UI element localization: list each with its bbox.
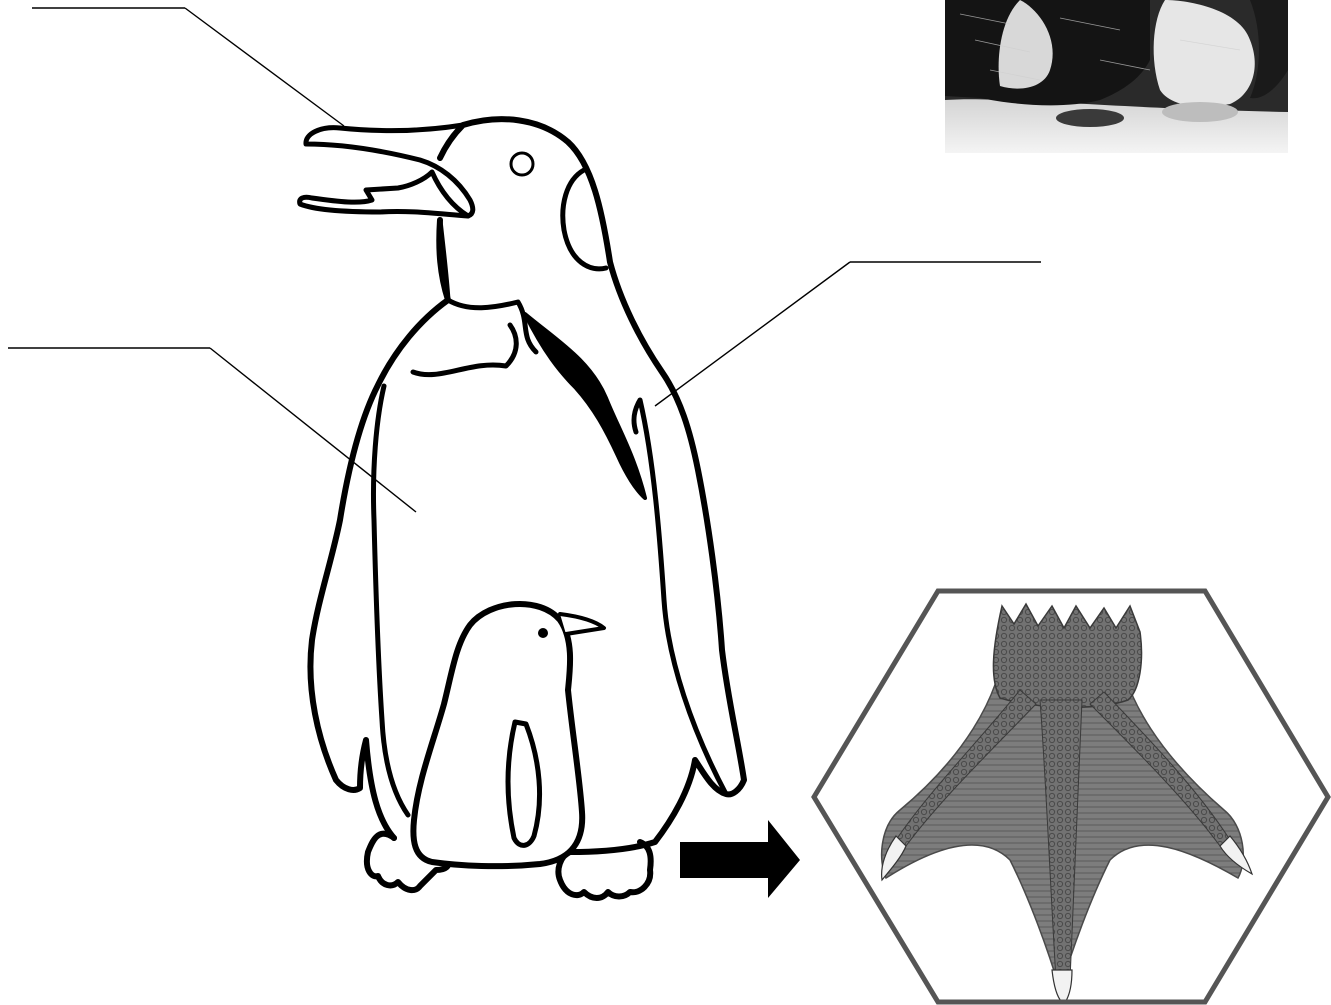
adult-left-flipper [373, 386, 408, 815]
adult-right-flipper [634, 400, 726, 794]
webbed-foot-hexagon [814, 591, 1328, 1004]
label-leader-flipper [655, 262, 1041, 406]
chick-drawing [413, 604, 604, 866]
label-leader-beak [32, 8, 344, 126]
label-leader-body [8, 348, 416, 512]
penguin-feet-photo [945, 0, 1288, 153]
chick-beak [560, 614, 604, 634]
adult-beak-lower [300, 172, 468, 216]
chick-body [413, 604, 582, 866]
adult-right-flipper-stripe [525, 314, 645, 498]
right-arrow-icon [680, 820, 800, 898]
chick-eye [538, 628, 548, 638]
adult-eye [511, 153, 533, 175]
